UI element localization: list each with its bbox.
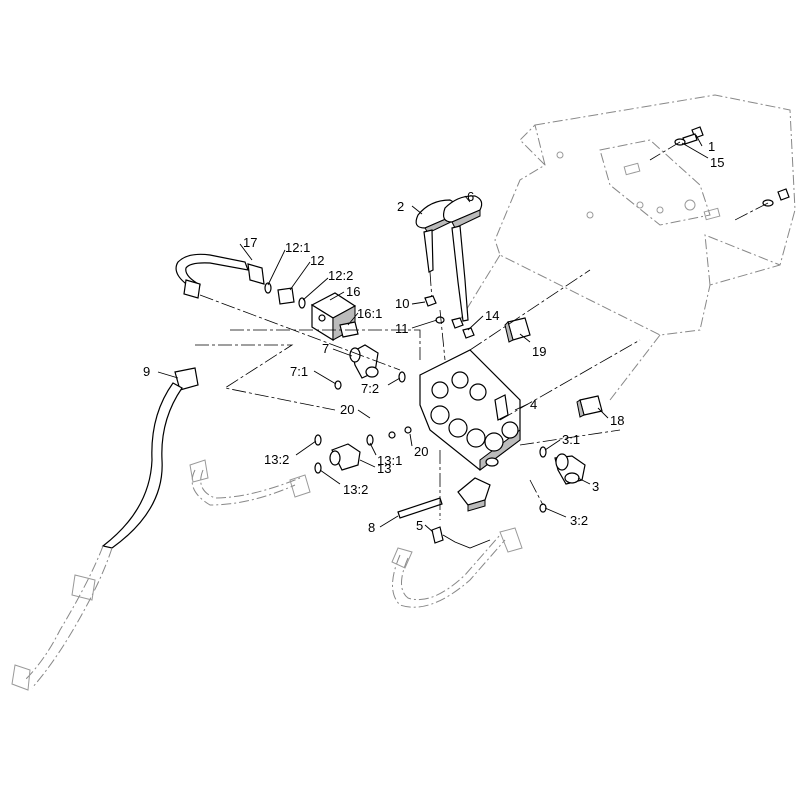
callout-3-1: 3:1 xyxy=(562,432,580,447)
elbow-3 xyxy=(539,446,586,513)
callout-6: 6 xyxy=(467,189,474,204)
callout-12-2: 12:2 xyxy=(328,268,353,283)
callouts: 1 15 2 6 17 12:1 12 12:2 16 16:1 10 11 1… xyxy=(143,139,724,535)
callout-14: 14 xyxy=(485,308,499,323)
elbow-7 xyxy=(334,344,406,390)
elbow-13 xyxy=(314,426,412,474)
callout-1: 1 xyxy=(708,139,715,154)
callout-17: 17 xyxy=(243,235,257,250)
callout-3-2: 3:2 xyxy=(570,513,588,528)
callout-3: 3 xyxy=(592,479,599,494)
hose-phantom xyxy=(189,459,523,608)
control-valve-4 xyxy=(419,349,521,471)
leader-lines xyxy=(157,134,709,533)
callout-15: 15 xyxy=(710,155,724,170)
callout-7-1: 7:1 xyxy=(290,364,308,379)
callout-8: 8 xyxy=(368,520,375,535)
centerlines xyxy=(195,269,641,520)
callout-18: 18 xyxy=(610,413,624,428)
nut-10 xyxy=(424,295,475,361)
callout-4: 4 xyxy=(530,397,537,412)
bolt-1 xyxy=(649,126,790,221)
callout-16-1: 16:1 xyxy=(357,306,382,321)
callout-13-1: 13:1 xyxy=(377,453,402,468)
callout-20b: 20 xyxy=(414,444,428,459)
callout-10: 10 xyxy=(395,296,409,311)
callout-20a: 20 xyxy=(340,402,354,417)
pin-8 xyxy=(397,497,443,519)
callout-12-1: 12:1 xyxy=(285,240,310,255)
switch-5 xyxy=(431,477,491,549)
relief-valve-16 xyxy=(310,292,359,342)
frame-phantom xyxy=(459,94,796,401)
callout-2: 2 xyxy=(397,199,404,214)
handle-6 xyxy=(429,195,483,322)
callout-12: 12 xyxy=(310,253,324,268)
callout-7: 7 xyxy=(322,341,329,356)
callout-9: 9 xyxy=(143,364,150,379)
callout-11: 11 xyxy=(395,321,409,336)
hose-9 xyxy=(11,367,199,691)
callout-5: 5 xyxy=(416,518,423,533)
callout-19: 19 xyxy=(532,344,546,359)
callout-13: 13 xyxy=(377,461,391,476)
boot-18 xyxy=(576,395,603,418)
callout-7-2: 7:2 xyxy=(361,381,379,396)
boot-19 xyxy=(504,317,531,343)
callout-13-2b: 13:2 xyxy=(343,482,368,497)
tube-17 xyxy=(175,253,265,299)
callout-16: 16 xyxy=(346,284,360,299)
fitting-12 xyxy=(264,282,306,309)
callout-13-2a: 13:2 xyxy=(264,452,289,467)
